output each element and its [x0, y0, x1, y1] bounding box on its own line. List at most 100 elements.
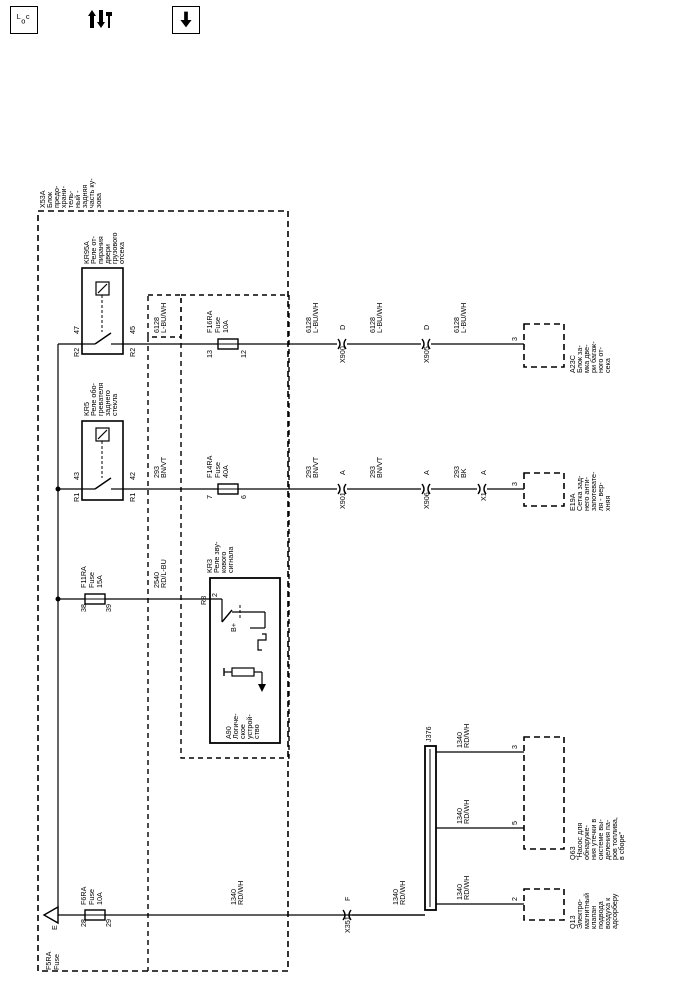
wire-label-w293_d: 293 — [452, 466, 461, 478]
fuse-block-desc-line: зова — [94, 193, 103, 208]
fuse-block-desc-line: храни- — [59, 185, 68, 208]
wire-label-w293_a: 293 — [152, 466, 161, 478]
module-q63-desc-line: в сборе" — [617, 831, 626, 860]
relay-kr95a-pin-in: 47 — [72, 326, 81, 334]
inline-connector-symbol — [421, 338, 431, 350]
wire-label-w293_b: BN/VT — [311, 456, 320, 478]
connector-x906-pin: A — [422, 470, 431, 475]
module-q63-desc-line: ров топлива, — [610, 817, 619, 860]
module-q63-desc-line: обнаруже- — [582, 825, 591, 860]
connector-x351-id: X351 — [343, 916, 352, 933]
relay-kr5-body — [81, 420, 124, 501]
fuse-f16ra-type: Fuse — [213, 317, 222, 333]
wire-label-w6128_d: 6128 — [452, 317, 461, 333]
module-a23c-desc-line: Блок за- — [575, 345, 584, 373]
module-e19a-box — [523, 472, 565, 507]
module-q13-desc-line: клапан — [589, 906, 598, 929]
wire-label-w1340_x351: RD/WH — [398, 881, 407, 905]
connector-x905-pin: D — [422, 325, 431, 330]
fuse-f5ra-id: F5RA — [44, 951, 53, 970]
module-a23c-desc-line: сека — [603, 358, 612, 373]
connector-x1-id: X1 — [479, 492, 488, 501]
relay-kr95a-desc-line: отсека — [117, 242, 126, 264]
fuse-block-desc-line: часть ку- — [87, 178, 96, 208]
fuse-f16ra-id: F16RA — [205, 310, 214, 333]
fuse-f14ra-pin-a: 7 — [205, 495, 214, 499]
svg-text:o: o — [21, 17, 25, 26]
fuse-f6ra-rating: 10A — [95, 892, 104, 905]
relay-kr5-desc-line: заднего — [103, 390, 112, 416]
module-e19a-desc-line: него анти- — [582, 476, 591, 511]
module-q13-desc-line: подвода — [596, 901, 605, 929]
fuse-block-desc-line: Блок — [45, 191, 54, 208]
toolbar: L o c — [0, 0, 700, 44]
connector-x901-id: X901 — [338, 492, 347, 509]
fuse-f11ra-pin-b: 39 — [104, 604, 113, 612]
module-q63-desc-line: системе вы- — [596, 819, 605, 860]
wire-label-w1340_x351: 1340 — [391, 889, 400, 905]
fuse-f14ra-id: F14RA — [205, 455, 214, 478]
wire-label-w1340_main: RD/WH — [236, 881, 245, 905]
module-q63-box — [523, 736, 565, 850]
inline-connector-symbol — [421, 483, 431, 495]
relay-kr3-desc-line: кового — [219, 552, 228, 573]
module-q13-id: Q13 — [568, 915, 577, 929]
relay-kr5-desc-line: Реле обо- — [89, 382, 98, 416]
fuse-block-desc-line: ный - — [73, 190, 82, 208]
connector-info-button[interactable] — [86, 6, 114, 34]
fuse-f6ra-type: Fuse — [87, 889, 96, 905]
relay-kr5-desc-line: стекла — [110, 394, 119, 416]
wire-label-w293_c: BN/VT — [375, 456, 384, 478]
wire-label-w1340_b2: 1340 — [455, 808, 464, 824]
module-e19a-desc-line: хняя — [603, 496, 612, 511]
relay-kr5-contact — [94, 477, 112, 490]
wire-label-w6128_a: 6128 — [152, 317, 161, 333]
relay-kr3-desc-line: Реле зву- — [212, 541, 221, 573]
fuse-f16ra-rating: 10A — [221, 320, 230, 333]
relay-kr95a-body — [81, 267, 124, 355]
inline-connector-symbol — [342, 909, 352, 921]
relay-kr3-b-plus: B+ — [229, 623, 238, 632]
fuse-f5ra-symbol — [42, 905, 59, 925]
relay-kr5-cav-out: R1 — [128, 493, 137, 502]
module-a23c-desc: Блок за-мка две-ри багаж-ного от-сека — [575, 341, 612, 373]
relay-kr5-cav-in: R1 — [72, 493, 81, 502]
download-button[interactable] — [172, 6, 200, 34]
fuse-block-desc-line: задняя — [80, 185, 89, 208]
fuse-f6ra-pin-b: 29 — [104, 919, 113, 927]
module-a23c-pin: 3 — [510, 337, 519, 341]
a90-desc-line: ское — [238, 724, 247, 739]
wire-label-w1340_b2: RD/WH — [462, 800, 471, 824]
wire-label-w2540: RD/L-BU — [159, 559, 168, 588]
fuse-f6ra-id: F6RA — [79, 886, 88, 905]
arrow-down-icon — [180, 11, 192, 28]
module-e19a-desc-line: ля - вер- — [596, 482, 605, 511]
a90-logic-device-box — [209, 577, 281, 744]
relay-kr3-id: KR3 — [205, 559, 214, 573]
connector-x906-id: X906 — [422, 492, 431, 509]
fuse-block-housing — [37, 210, 289, 972]
module-a23c-id: A23C — [568, 355, 577, 373]
wire-label-w6128_c: 6128 — [368, 317, 377, 333]
connector-x351-pin: F — [343, 896, 352, 901]
module-e19a-desc-line: запотевате- — [589, 471, 598, 511]
a90-id: A90 — [224, 726, 233, 739]
module-e19a-desc-line: Сетка зад- — [575, 475, 584, 511]
a90-resistor — [231, 667, 255, 677]
connector-x901-pin: A — [338, 470, 347, 475]
module-q63-id: Q63 — [568, 846, 577, 860]
ground-icon — [257, 633, 267, 651]
wire-label-w293_b: 293 — [304, 466, 313, 478]
relay-kr5-desc-line: гревателя — [96, 383, 105, 416]
module-q13-desc-line: магнитный — [582, 893, 591, 929]
legend-toggle-button[interactable]: L o c — [10, 6, 38, 34]
module-q13-pin: 2 — [510, 897, 519, 901]
relay-kr5-pin-out: 42 — [128, 472, 137, 480]
relay-kr95a-pin-out: 45 — [128, 326, 137, 334]
svg-text:c: c — [26, 12, 30, 21]
a90-desc-line: устрой- — [245, 714, 254, 739]
